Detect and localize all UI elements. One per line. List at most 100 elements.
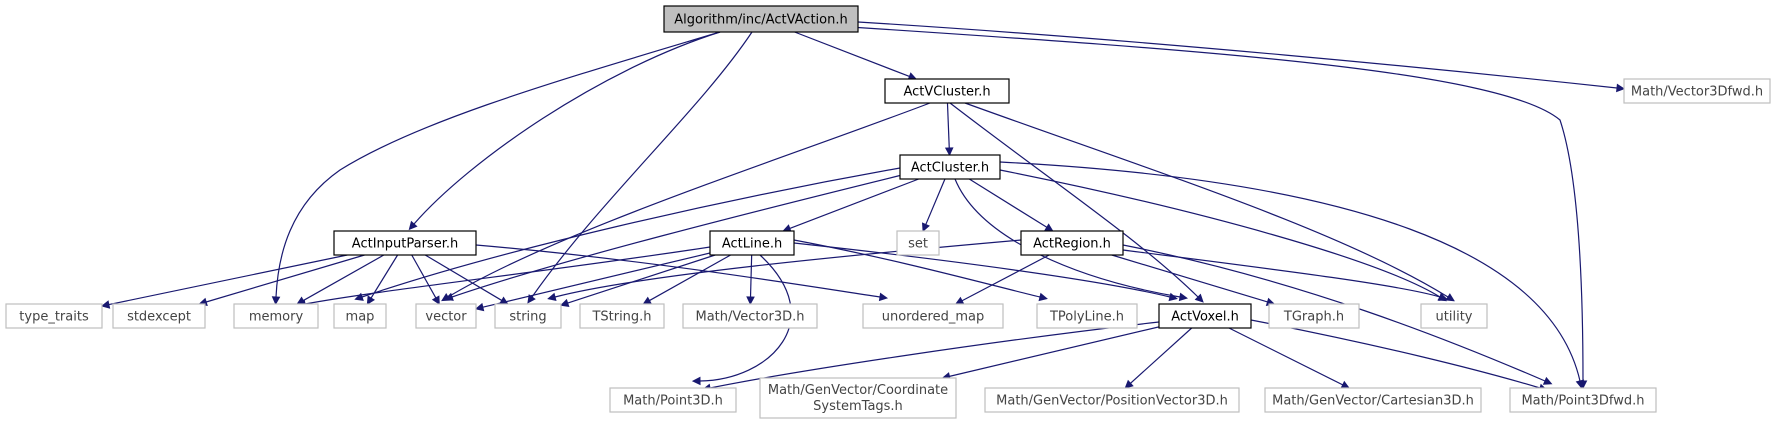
edge-line [946,102,950,149]
node-label: Math/Point3D.h [623,394,723,409]
edge-line [709,321,1160,389]
edge-root-to-string [527,31,753,304]
node-cart3d: Math/GenVector/Cartesian3D.h [1264,387,1482,413]
node-box [112,303,206,329]
node-string: string [494,303,562,329]
node-vec3dfwd: Math/Vector3Dfwd.h [1623,78,1771,104]
edge-line [475,244,881,298]
node-tpolyline: TPolyLine.h [1036,303,1138,329]
node-label: map [346,310,375,325]
edge-line [370,254,399,299]
edge-line [1111,254,1268,303]
edge-line [649,254,731,302]
edge-line [857,21,1618,89]
edge-line [108,254,348,306]
edge-region-to-string [547,239,1022,302]
edge-line [411,254,437,299]
edge-line [1250,319,1541,389]
node-box [899,154,1001,180]
edge-line [275,31,721,298]
node-label: memory [249,310,304,325]
node-memory: memory [233,303,319,329]
edge-cluster-to-region [968,178,1054,232]
node-vector: vector [415,303,477,329]
node-box [609,387,737,413]
edge-line-to-vector [474,252,711,312]
node-box [233,303,319,329]
node-box [494,303,562,329]
edge-line [303,254,385,302]
node-label: utility [1436,310,1473,325]
node-label: Math/GenVector/Coordinate [768,383,948,398]
node-inputparser[interactable]: ActInputParser.h [333,230,477,256]
arrowhead [559,298,570,308]
node-label: set [908,237,928,252]
arrowhead [954,296,965,305]
node-cluster[interactable]: ActCluster.h [899,154,1001,180]
arrowhead [1340,380,1351,389]
edge-vcluster-to-utility [964,102,1455,302]
node-line[interactable]: ActLine.h [709,230,795,256]
node-root[interactable]: Algorithm/inc/ActVAction.h [663,5,859,33]
node-box [884,78,1010,104]
edge-line [849,26,1584,382]
arrowhead [1038,292,1048,302]
node-box [1420,303,1488,329]
node-vcluster[interactable]: ActVCluster.h [884,78,1010,104]
edge-root-to-inputparser [408,31,721,231]
arrowhead [431,295,440,305]
node-box [1036,303,1138,329]
node-label: TGraph.h [1283,310,1344,325]
node-label: unordered_map [882,310,985,325]
edge-vcluster-to-voxel [949,102,1204,303]
arrowhead [1194,293,1204,303]
edge-line [205,254,365,303]
edge-root-to-memory [271,31,721,306]
edge-line-to-tstring [642,254,731,305]
arrowhead [878,292,889,302]
node-box [896,230,940,256]
node-label: Math/Point3Dfwd.h [1521,394,1644,409]
node-region[interactable]: ActRegion.h [1020,230,1124,256]
arrowhead [1044,223,1054,232]
arrowhead [1124,379,1134,389]
arrowhead [1168,292,1178,302]
arrowhead [944,147,954,157]
node-point3d: Math/Point3D.h [609,387,737,413]
edge-line [793,242,1171,298]
node-utility: utility [1420,303,1488,329]
node-posvec: Math/GenVector/PositionVector3D.h [984,387,1240,413]
edge-line [949,326,1160,377]
arrowhead [642,296,653,305]
edge-cluster-to-point3dfwd [999,161,1585,389]
arrowhead [474,302,485,312]
node-type_traits: type_traits [5,303,103,329]
node-umap: unordered_map [862,303,1004,329]
arrowhead [1575,379,1585,389]
edge-line [447,102,931,298]
node-label: ActRegion.h [1033,237,1111,252]
edge-line [554,239,1022,298]
node-point3dfwd: Math/Point3Dfwd.h [1509,387,1657,413]
edge-line-to-string [559,254,716,308]
node-label: TPolyLine.h [1049,310,1124,325]
node-box [1020,230,1124,256]
node-label: Algorithm/inc/ActVAction.h [674,13,847,28]
node-box [1268,303,1360,329]
node-set: set [896,230,940,256]
edge-line-to-vec3d [746,254,755,306]
node-box [333,230,477,256]
node-label: Math/GenVector/PositionVector3D.h [996,394,1228,409]
arrowhead [100,300,111,309]
edge-root-to-vcluster [794,31,918,81]
edge-line [925,178,946,225]
node-label: ActInputParser.h [352,237,458,252]
edge-voxel-to-posvec [1124,327,1193,389]
edge-cluster-to-set [921,178,946,233]
node-stdexcept: stdexcept [112,303,206,329]
node-voxel[interactable]: ActVoxel.h [1158,303,1252,329]
node-label: ActLine.h [722,237,782,252]
arrowhead [1438,292,1448,301]
